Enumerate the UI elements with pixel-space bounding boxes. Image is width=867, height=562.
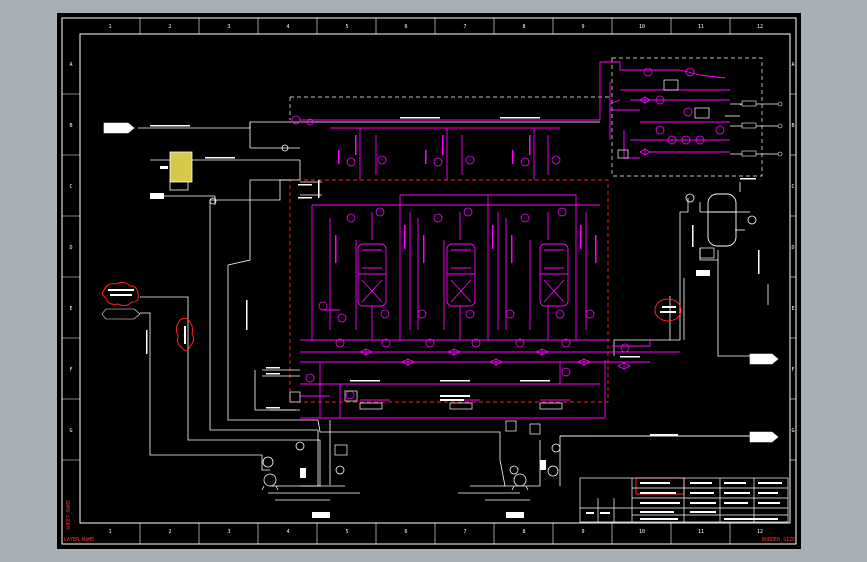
zone-col-3-bottom: 3 <box>227 529 230 535</box>
zone-col-7-bottom: 7 <box>463 529 466 535</box>
title-block-text <box>586 482 782 520</box>
zone-col-5: 5 <box>345 24 348 30</box>
zone-col-5-bottom: 5 <box>345 529 348 535</box>
zone-col-1-bottom: 1 <box>108 529 111 535</box>
storage-tank-icon <box>169 151 193 191</box>
zone-row-a-right: A <box>791 62 794 68</box>
zone-col-9: 9 <box>581 24 584 30</box>
zone-col-4: 4 <box>286 24 289 30</box>
zone-col-2-bottom: 2 <box>168 529 171 535</box>
zone-col-4-bottom: 4 <box>286 529 289 535</box>
feed-unit-boundary <box>611 57 763 177</box>
zone-row-e-right: E <box>791 306 794 312</box>
process-lines <box>300 61 730 419</box>
zone-row-b: B <box>69 123 72 129</box>
zone-col-3: 3 <box>227 24 230 30</box>
reactor-vessel-icon <box>357 243 387 307</box>
zone-row-g-right: G <box>791 428 794 434</box>
instrument-bubble-icon <box>291 67 725 400</box>
zone-row-e: E <box>69 306 72 312</box>
border-size-label: BORDER_SIZE <box>762 537 795 543</box>
zone-row-d-right: D <box>791 245 794 251</box>
layer-name-label: LAYER_NAME <box>64 537 94 543</box>
zone-col-6-bottom: 6 <box>404 529 407 535</box>
zone-col-10-bottom: 10 <box>639 529 645 535</box>
zone-col-11-bottom: 11 <box>698 529 704 535</box>
zone-row-c-right: C <box>791 184 794 190</box>
zone-col-8: 8 <box>522 24 525 30</box>
instrument-box-icon <box>289 79 715 456</box>
valve-icon <box>359 96 651 370</box>
title-block <box>579 477 789 523</box>
utility-lines <box>138 103 780 501</box>
zone-col-2: 2 <box>168 24 171 30</box>
outer-border <box>61 17 797 545</box>
drawing-canvas <box>57 13 801 549</box>
zone-row-f: F <box>69 367 72 373</box>
zone-row-f-right: F <box>791 367 794 373</box>
sheet-name-label: SHEET_NAME <box>66 500 72 530</box>
zone-row-b-right: B <box>791 123 794 129</box>
zone-col-6: 6 <box>404 24 407 30</box>
zone-col-9-bottom: 9 <box>581 529 584 535</box>
zone-col-12-bottom: 12 <box>757 529 763 535</box>
zone-row-d: D <box>69 245 72 251</box>
zone-row-c: C <box>69 184 72 190</box>
zone-ticks <box>62 18 796 544</box>
revision-cloud-text <box>108 289 676 344</box>
storage-tank-icon <box>707 193 737 247</box>
reactor-vessel-icon <box>539 243 569 307</box>
zone-col-7: 7 <box>463 24 466 30</box>
offpage-connector-icon <box>101 100 783 443</box>
unit-boundaries <box>289 57 763 403</box>
zone-col-10: 10 <box>639 24 645 30</box>
zone-row-g: G <box>69 428 72 434</box>
reactor-vessel-icon <box>446 243 476 307</box>
line-tags <box>150 104 756 518</box>
vertical-line-tags <box>335 135 597 263</box>
zone-row-a: A <box>69 62 72 68</box>
white-vertical-tags <box>146 180 760 354</box>
zone-col-12: 12 <box>757 24 763 30</box>
zone-col-11: 11 <box>698 24 704 30</box>
instrument-bubble-icon <box>209 144 757 475</box>
reactor-unit-boundary <box>289 179 609 403</box>
zone-col-8-bottom: 8 <box>522 529 525 535</box>
pump-icon <box>261 456 559 491</box>
zone-col-1: 1 <box>108 24 111 30</box>
